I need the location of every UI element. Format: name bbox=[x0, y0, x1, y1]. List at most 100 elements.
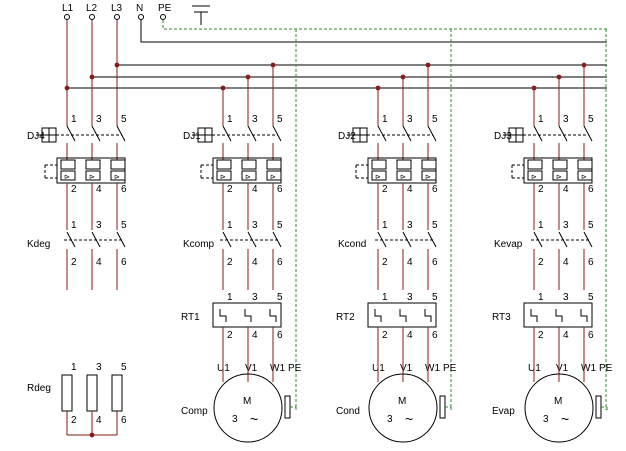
trip-glyph: ⊳ bbox=[245, 174, 251, 181]
breaker-label: DJ3 bbox=[494, 131, 512, 142]
terminal-bottom-label: 2 bbox=[227, 257, 233, 268]
terminal-l1 bbox=[64, 14, 70, 20]
trip-glyph: ⊳ bbox=[375, 174, 381, 181]
terminal-top-label: 5 bbox=[588, 220, 594, 231]
motor-terminal-label: V1 bbox=[400, 363, 413, 374]
breaker-contact bbox=[247, 125, 257, 142]
terminal-bottom-label: 6 bbox=[277, 184, 283, 195]
trip-coil bbox=[85, 159, 101, 170]
terminal-bottom-label: 4 bbox=[407, 184, 413, 195]
relay-element bbox=[424, 309, 432, 322]
motor-terminal-label: W1 bbox=[425, 363, 440, 374]
load-label: Rdeg bbox=[27, 383, 51, 394]
motor-icon bbox=[524, 373, 594, 443]
trip-magnetic bbox=[266, 170, 282, 181]
relay-label: RT3 bbox=[492, 312, 511, 323]
terminal-top-label: 1 bbox=[71, 362, 77, 373]
heater-resistor-icon bbox=[86, 374, 98, 412]
terminal-top-label: 1 bbox=[538, 292, 544, 303]
breaker-contact bbox=[583, 125, 593, 142]
breaker-contact bbox=[222, 125, 232, 142]
trip-glyph: ⊳ bbox=[114, 174, 120, 181]
wire-pe bbox=[162, 20, 607, 30]
terminal-bottom-label: 6 bbox=[432, 330, 438, 341]
trip-magnetic bbox=[216, 170, 232, 181]
terminal-bottom-label: 2 bbox=[227, 184, 233, 195]
terminal-top-label: 1 bbox=[538, 220, 544, 231]
terminal-top-label: 5 bbox=[121, 220, 127, 231]
motor-tilde: ~ bbox=[405, 411, 413, 427]
trip-glyph: ⊳ bbox=[89, 174, 95, 181]
terminal-top-label: 3 bbox=[252, 220, 258, 231]
trip-glyph: ⊳ bbox=[400, 174, 406, 181]
trip-coil bbox=[577, 159, 593, 170]
terminal-top-label: 3 bbox=[96, 114, 102, 125]
terminal-bottom-label: 4 bbox=[96, 415, 102, 426]
motor-terminal-label: V1 bbox=[245, 363, 258, 374]
terminal-top-label: 1 bbox=[227, 292, 233, 303]
terminal-bottom-label: 6 bbox=[277, 330, 283, 341]
load-label: Evap bbox=[492, 406, 515, 417]
trip-magnetic bbox=[85, 170, 101, 181]
relay-element bbox=[580, 309, 588, 322]
terminal-top-label: 5 bbox=[277, 114, 283, 125]
terminal-top-label: 3 bbox=[407, 220, 413, 231]
motor-pe-label: PE bbox=[288, 363, 302, 374]
motor-terminal-label: W1 bbox=[581, 363, 596, 374]
breaker-contact bbox=[558, 125, 568, 142]
terminal-top-label: 1 bbox=[382, 220, 388, 231]
terminal-top-label: 3 bbox=[96, 220, 102, 231]
terminal-bottom-label: 4 bbox=[407, 257, 413, 268]
relay-element bbox=[555, 309, 563, 322]
wire-n bbox=[140, 20, 607, 43]
contactor-label: Kcond bbox=[338, 239, 366, 250]
terminal-bottom-label: 2 bbox=[538, 184, 544, 195]
heater-resistor-icon bbox=[61, 374, 73, 412]
terminal-l2 bbox=[89, 14, 95, 20]
motor-tilde: ~ bbox=[250, 411, 258, 427]
motor-icon bbox=[368, 373, 438, 443]
motor-earth-terminal bbox=[439, 395, 446, 419]
terminal-bottom-label: 2 bbox=[538, 330, 544, 341]
relay-body bbox=[367, 302, 437, 328]
motor-phase-label: 3 bbox=[543, 414, 549, 425]
motor-terminal-label: W1 bbox=[270, 363, 285, 374]
trip-glyph: ⊳ bbox=[581, 174, 587, 181]
motor-phase-label: 3 bbox=[387, 414, 393, 425]
breaker-contact bbox=[402, 125, 412, 142]
terminal-bottom-label: 4 bbox=[563, 330, 569, 341]
relay-body bbox=[523, 302, 593, 328]
breaker-contact bbox=[427, 125, 437, 142]
trip-glyph: ⊳ bbox=[64, 174, 70, 181]
label-l2: L2 bbox=[86, 3, 98, 14]
breaker-label: DJ4 bbox=[27, 131, 45, 142]
terminal-top-label: 5 bbox=[588, 292, 594, 303]
terminal-bottom-label: 4 bbox=[407, 330, 413, 341]
breaker-contact bbox=[66, 125, 76, 142]
trip-coil bbox=[396, 159, 412, 170]
trip-magnetic bbox=[577, 170, 593, 181]
terminal-bottom-label: 4 bbox=[252, 257, 258, 268]
terminal-l3 bbox=[114, 14, 120, 20]
terminal-top-label: 3 bbox=[407, 292, 413, 303]
motor-terminal-label: U1 bbox=[372, 363, 385, 374]
motor-earth-terminal bbox=[595, 395, 602, 419]
label-pe: PE bbox=[158, 3, 172, 14]
terminal-top-label: 3 bbox=[407, 114, 413, 125]
contactor-label: Kcomp bbox=[183, 239, 215, 250]
terminal-bottom-label: 2 bbox=[71, 184, 77, 195]
motor-terminal-label: V1 bbox=[556, 363, 569, 374]
terminal-bottom-label: 2 bbox=[71, 415, 77, 426]
label-l1: L1 bbox=[62, 3, 74, 14]
terminal-bottom-label: 2 bbox=[71, 257, 77, 268]
terminal-bottom-label: 4 bbox=[252, 330, 258, 341]
terminal-bottom-label: 2 bbox=[227, 330, 233, 341]
trip-magnetic bbox=[527, 170, 543, 181]
terminal-top-label: 3 bbox=[96, 362, 102, 373]
relay-label: RT1 bbox=[181, 312, 200, 323]
heater-resistor-icon bbox=[111, 374, 123, 412]
trip-coil bbox=[241, 159, 257, 170]
